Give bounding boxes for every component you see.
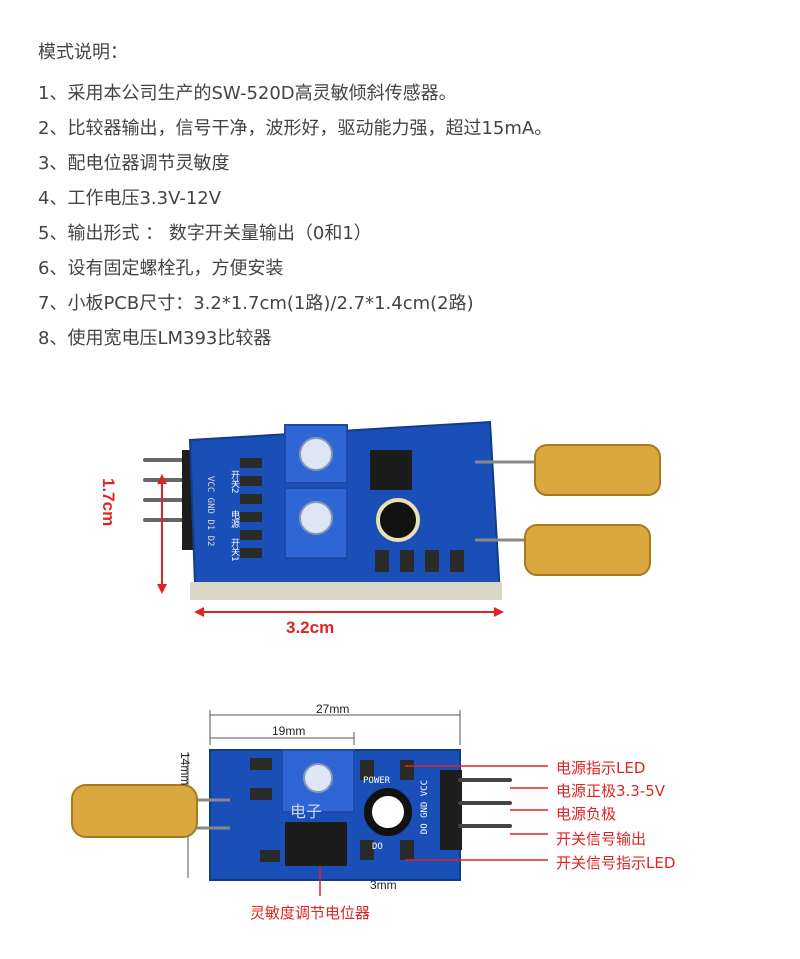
spec-item-3: 3、配电位器调节灵敏度 [38,153,230,174]
callout-power-led: 电源指示LED [556,759,646,777]
board1-silk-mid: 电源 [229,510,239,528]
board2-dim-height: 14mm [178,752,192,786]
board1-silk-left: 开关2 [229,470,239,494]
callout-gnd: 电源负极 [556,805,617,823]
board2-dim-inner: 19mm [272,724,306,738]
callout-do: 开关信号输出 [556,830,647,848]
callout-pot: 灵敏度调节电位器 [250,904,371,922]
spec-section: 模式说明： 1、采用本公司生产的SW-520D高灵敏倾斜传感器。 2、比较器输出… [38,38,552,356]
board2-silk-do: DO [372,842,383,852]
board2-silk-pins: DO GND VCC [420,780,430,835]
board2-dim-total: 27mm [316,702,350,716]
spec-item-6: 6、设有固定螺栓孔，方便安装 [38,258,284,279]
board1-width-label: 3.2cm [286,618,335,637]
board1-silk-pins: VCC GND D1 D2 [205,476,215,547]
board1-height-label: 1.7cm [99,478,118,527]
callout-do-led: 开关信号指示LED [556,854,676,872]
board2-photo [71,710,548,896]
board2-silk-power: POWER [363,776,391,786]
spec-item-8: 8、使用宽电压LM393比较器 [38,328,272,349]
callout-vcc: 电源正极3.3-5V [556,782,666,800]
spec-item-1: 1、采用本公司生产的SW-520D高灵敏倾斜传感器。 [38,83,457,104]
spec-item-7: 7、小板PCB尺寸：3.2*1.7cm(1路)/2.7*1.4cm(2路) [38,293,474,314]
spec-title: 模式说明： [38,42,128,63]
spec-item-5: 5、输出形式 ： 数字开关量输出（0和1） [38,223,372,244]
board1-photo [143,420,661,617]
spec-item-2: 2、比较器输出，信号干净，波形好，驱动能力强，超过15mA。 [38,118,553,139]
spec-item-4: 4、工作电压3.3V-12V [38,188,222,209]
board1-silk-right: 开关1 [229,538,239,562]
board2-dim-small: 3mm [370,878,397,892]
board2-silk-watermark: 电子 [290,802,323,821]
